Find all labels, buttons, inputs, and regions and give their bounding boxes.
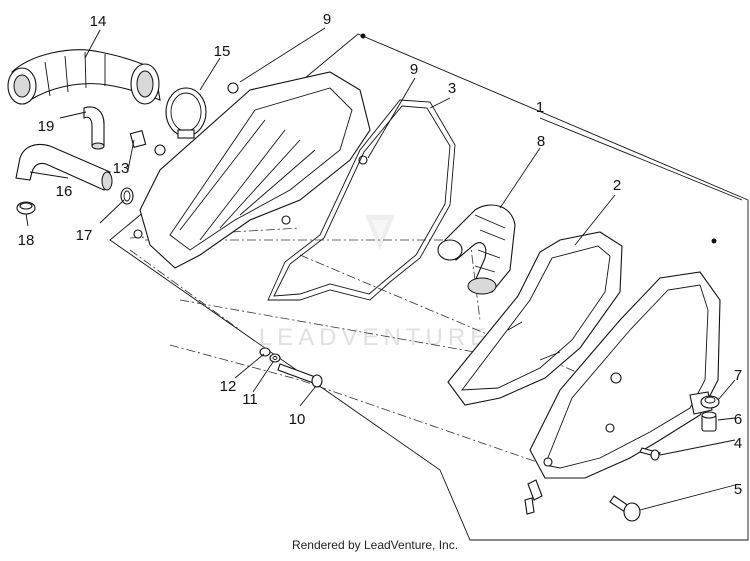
- part-3-gasket: [267, 99, 456, 301]
- part-11-washer: [269, 353, 281, 363]
- callout-2: 2: [613, 177, 621, 194]
- guide-dash-6: [129, 249, 241, 331]
- part-2-filter-element: [447, 231, 623, 406]
- guide-dash-5: [169, 344, 561, 471]
- part-15-hose-clamp: [165, 87, 207, 139]
- watermark-logo: [365, 215, 395, 250]
- callout-9-cover: 9: [323, 11, 331, 28]
- part-9-housing-cover: [133, 71, 371, 269]
- callout-3: 3: [448, 80, 456, 97]
- callout-16: 16: [56, 183, 73, 200]
- drain-valve: [524, 479, 543, 515]
- callout-12: 12: [220, 378, 237, 395]
- guide-dash-2: [179, 299, 521, 361]
- callout-8: 8: [537, 133, 545, 150]
- part-18-hose-clip: [16, 201, 36, 215]
- part-14-intake-duct: [7, 49, 161, 105]
- part-10-long-screw: [277, 363, 323, 388]
- callout-11: 11: [242, 391, 258, 408]
- callout-15: 15: [214, 43, 231, 60]
- part-5-bolt: [609, 495, 641, 522]
- callout-4: 4: [734, 435, 742, 452]
- callout-5: 5: [734, 481, 742, 498]
- marker-dot-cover: [360, 33, 366, 39]
- callout-17: 17: [76, 227, 93, 244]
- part-1-filter-housing: [529, 271, 721, 479]
- callout-19: 19: [38, 118, 55, 135]
- callout-1: 1: [536, 99, 544, 116]
- callout-13: 13: [113, 160, 130, 177]
- callout-9-gasket: 9: [410, 61, 418, 78]
- part-7-clip: [700, 395, 720, 409]
- part-13-fitting: [129, 130, 166, 156]
- footer-credit: Rendered by LeadVenture, Inc.: [291, 538, 459, 552]
- callout-6: 6: [734, 411, 742, 428]
- callout-14: 14: [90, 13, 107, 30]
- leader-lines: [25, 27, 743, 511]
- callout-7: 7: [734, 367, 742, 384]
- marker-dot-housing: [711, 238, 717, 244]
- part-19-small-hose: [83, 106, 105, 150]
- callout-18: 18: [18, 232, 35, 249]
- part-8-inlet-elbow: [437, 204, 516, 295]
- watermark-text: LEADVENTURE: [259, 324, 491, 351]
- part-16-drain-hose: [15, 143, 113, 191]
- callout-10: 10: [289, 411, 306, 428]
- part-12-washer: [259, 347, 271, 357]
- part-6-bushing: [701, 411, 717, 432]
- part-4-screw: [639, 447, 661, 461]
- assembly-boundary: [109, 33, 749, 541]
